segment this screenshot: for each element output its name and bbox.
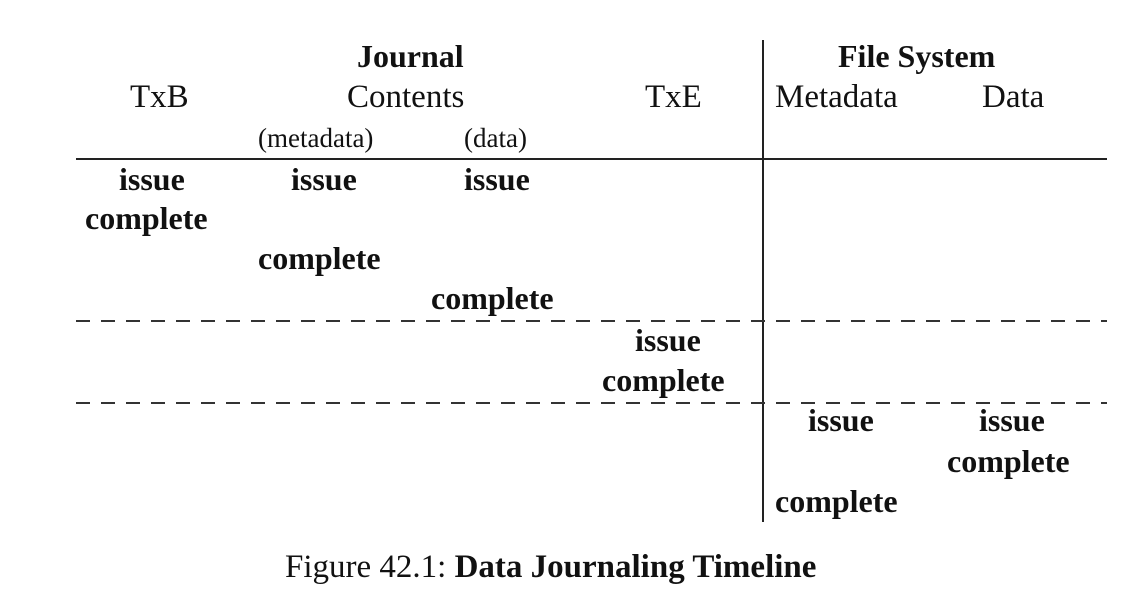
- fsdata-complete: complete: [947, 443, 1070, 479]
- fs-data-column-header: Data: [982, 79, 1045, 115]
- phase-divider-1: [76, 320, 1107, 322]
- fsmeta-complete: complete: [775, 483, 898, 519]
- txb-column-header: TxB: [130, 79, 189, 115]
- jmeta-complete: complete: [258, 240, 381, 276]
- fs-metadata-column-header: Metadata: [775, 79, 898, 115]
- journal-group-header: Journal: [357, 38, 464, 74]
- txe-complete: complete: [602, 362, 725, 398]
- jdata-complete: complete: [431, 280, 554, 316]
- figure-caption: Figure 42.1: Data Journaling Timeline: [285, 551, 816, 584]
- contents-data-subheader: (data): [464, 123, 527, 153]
- contents-metadata-subheader: (metadata): [258, 123, 374, 153]
- fsdata-issue: issue: [979, 402, 1045, 438]
- contents-column-header: Contents: [347, 79, 465, 115]
- header-divider: [76, 158, 1107, 160]
- txe-column-header: TxE: [645, 79, 702, 115]
- file-system-group-header: File System: [838, 38, 996, 74]
- phase-divider-2: [76, 402, 1107, 404]
- txb-complete: complete: [85, 200, 208, 236]
- jdata-issue: issue: [464, 161, 530, 197]
- txe-issue: issue: [635, 322, 701, 358]
- txb-issue: issue: [119, 161, 185, 197]
- fsmeta-issue: issue: [808, 402, 874, 438]
- jmeta-issue: issue: [291, 161, 357, 197]
- caption-prefix: Figure 42.1:: [285, 549, 447, 585]
- caption-title: Data Journaling Timeline: [454, 549, 817, 585]
- journal-fs-divider: [762, 40, 764, 522]
